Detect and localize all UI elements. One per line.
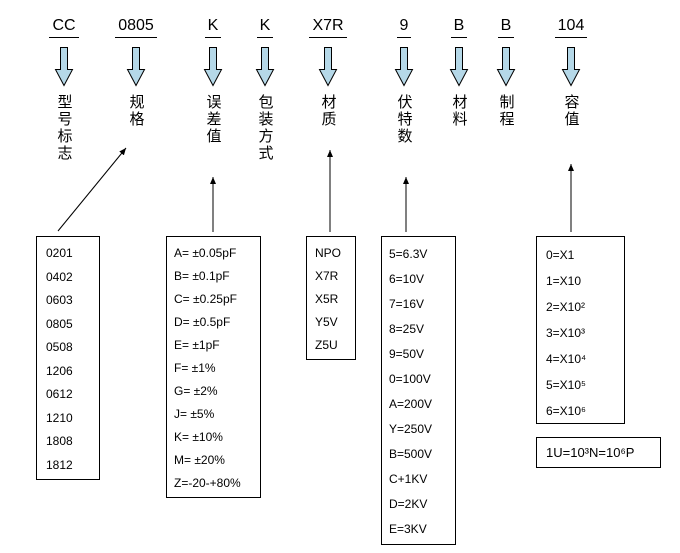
tolerance-code-item: Z=-20-+80% xyxy=(174,476,241,490)
code-segment-model: CC 型号标志 xyxy=(41,16,87,162)
code-text: B xyxy=(450,16,468,38)
segment-label: 制程 xyxy=(497,94,515,128)
size-codes-box: 0201 0402 0603 0805 0508 1206 0612 1210 1808 1812 xyxy=(36,236,100,480)
voltage-code-item: C+1KV xyxy=(389,472,428,486)
tolerance-code-item: J= ±5% xyxy=(174,407,215,421)
code-text: K xyxy=(204,16,222,38)
size-code-item: 0603 xyxy=(46,293,73,307)
size-code-item: 0201 xyxy=(46,246,73,260)
voltage-code-item: 7=16V xyxy=(389,297,425,311)
code-segment-size: 0805 规格 xyxy=(113,16,159,128)
segment-label: 材料 xyxy=(450,94,468,128)
size-code-item: 0402 xyxy=(46,269,73,284)
tolerance-code-item: B= ±0.1pF xyxy=(174,269,230,283)
capacitance-code-item: 4=X10⁴ xyxy=(546,352,587,366)
tolerance-code-item: C= ±0.25pF xyxy=(174,292,237,306)
voltage-code-item: 6=10V xyxy=(389,272,425,286)
dielectric-codes-box: NPO X7R X5R Y5V Z5U xyxy=(306,236,356,360)
capacitance-code-item: 3=X10³ xyxy=(546,326,586,340)
capacitance-code-item: 0=X1 xyxy=(546,248,575,262)
capacitance-codes-box: 0=X1 1=X10 2=X10² 3=X10³ 4=X10⁴ 5=X10⁵ 6=X10⁶ xyxy=(536,236,625,424)
down-block-arrow-icon xyxy=(449,47,469,87)
segment-label: 型号标志 xyxy=(55,94,73,162)
code-text: 104 xyxy=(554,16,588,38)
capacitance-code-item: 2=X10² xyxy=(546,300,586,314)
tolerance-code-item: M= ±20% xyxy=(174,453,225,467)
tolerance-code-item: G= ±2% xyxy=(174,384,218,398)
dielectric-code-item: Y5V xyxy=(315,315,338,329)
down-block-arrow-icon xyxy=(561,47,581,87)
capacitance-code-item: 6=X10⁶ xyxy=(546,404,586,418)
voltage-code-item: 9=50V xyxy=(389,347,425,361)
code-text: 9 xyxy=(396,16,412,38)
tolerance-code-item: A= ±0.05pF xyxy=(174,246,237,260)
code-segment-process: B 制程 xyxy=(483,16,529,128)
voltage-code-item: 8=25V xyxy=(389,322,425,336)
code-segment-voltage: 9 伏特数 xyxy=(381,16,427,145)
code-text: CC xyxy=(49,16,79,38)
tolerance-code-item: D= ±0.5pF xyxy=(174,315,231,329)
dielectric-code-item: Z5U xyxy=(315,338,338,352)
capacitance-code-item: 1=X10 xyxy=(546,274,582,288)
down-block-arrow-icon xyxy=(54,47,74,87)
dielectric-code-item: X7R xyxy=(315,269,339,283)
tolerance-code-item: F= ±1% xyxy=(174,361,216,375)
voltage-codes-box: 5=6.3V 6=10V 7=16V 8=25V 9=50V 0=100V A=200V Y=… xyxy=(381,236,456,545)
code-text: X7R xyxy=(309,16,347,38)
size-code-item: 0805 xyxy=(46,316,73,331)
voltage-code-item: 0=100V xyxy=(389,372,431,386)
code-segment-capacitance: 104 容值 xyxy=(548,16,594,128)
code-segment-material: B 材料 xyxy=(436,16,482,128)
down-block-arrow-icon xyxy=(255,47,275,87)
segment-label: 材质 xyxy=(319,94,337,128)
code-text: K xyxy=(256,16,274,38)
voltage-code-item: E=3KV xyxy=(389,522,427,536)
code-text: 0805 xyxy=(115,16,157,38)
size-code-item: 1206 xyxy=(46,363,73,378)
voltage-code-item: Y=250V xyxy=(389,422,433,436)
voltage-code-item: B=500V xyxy=(389,447,433,461)
down-block-arrow-icon xyxy=(126,47,146,87)
code-segment-tolerance: K 误差值 xyxy=(190,16,236,145)
segment-label: 规格 xyxy=(127,94,145,128)
code-segment-packaging: K 包装方式 xyxy=(242,16,288,162)
tolerance-code-item: E= ±1pF xyxy=(174,338,220,352)
unit-note-box: 1U=10³N=10⁶P xyxy=(536,437,661,468)
dielectric-code-item: NPO xyxy=(315,246,342,260)
size-code-item: 0612 xyxy=(46,387,73,401)
tolerance-code-item: K= ±10% xyxy=(174,430,223,444)
segment-label: 包装方式 xyxy=(256,94,274,162)
down-block-arrow-icon xyxy=(394,47,414,87)
capacitance-code-item: 5=X10⁵ xyxy=(546,378,587,392)
size-code-item: 1808 xyxy=(46,434,73,448)
size-code-item: 1812 xyxy=(46,457,73,472)
size-code-item: 1210 xyxy=(46,410,73,425)
voltage-code-item: 5=6.3V xyxy=(389,247,428,261)
voltage-code-item: D=2KV xyxy=(389,497,428,511)
size-code-item: 0508 xyxy=(46,340,73,354)
voltage-code-item: A=200V xyxy=(389,397,433,411)
down-block-arrow-icon xyxy=(496,47,516,87)
code-text: B xyxy=(497,16,515,38)
segment-label: 伏特数 xyxy=(395,94,413,145)
down-block-arrow-icon xyxy=(318,47,338,87)
code-segment-dielectric: X7R 材质 xyxy=(305,16,351,128)
unit-note-text: 1U=10³N=10⁶P xyxy=(546,445,635,460)
segment-label: 容值 xyxy=(562,94,580,128)
tolerance-codes-box: A= ±0.05pF B= ±0.1pF C= ±0.25pF D= ±0.5pF E=… xyxy=(166,236,261,498)
segment-label: 误差值 xyxy=(204,94,222,145)
down-block-arrow-icon xyxy=(203,47,223,87)
dielectric-code-item: X5R xyxy=(315,292,339,306)
